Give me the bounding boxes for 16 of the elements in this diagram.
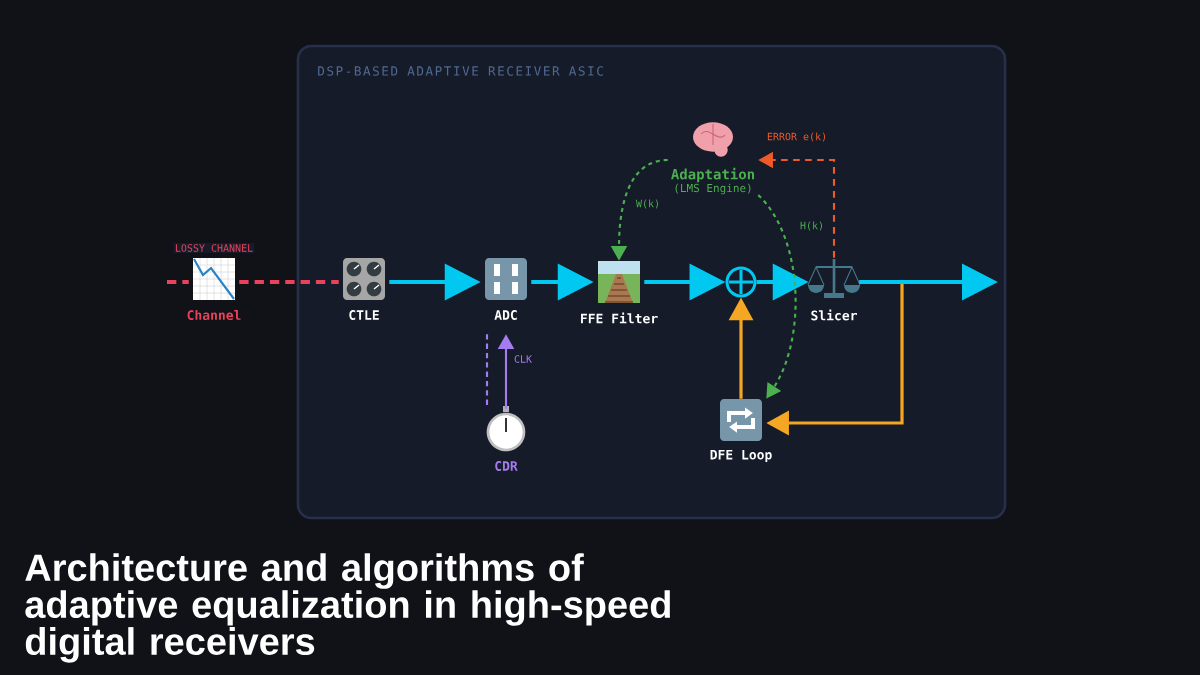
- edge-label: CLK: [512, 353, 534, 365]
- node-label: FFE Filter: [581, 312, 658, 324]
- edge-label: W(k): [634, 198, 662, 210]
- summing-junction: [725, 266, 757, 298]
- node-label: Slicer: [811, 309, 857, 321]
- node-label: DFE Loop: [710, 449, 772, 463]
- node-label: Adaptation: [671, 167, 755, 183]
- edge-label: H(k): [798, 220, 826, 232]
- node-label: CDR: [495, 461, 518, 471]
- edge-label: LOSSY CHANNEL: [173, 242, 255, 254]
- title: Architecture and algorithms of adaptive equalization in high-speed digital receivers: [25, 553, 670, 663]
- node-label: (LMS Engine): [675, 183, 751, 195]
- edge-label: ERROR e(k): [765, 131, 829, 143]
- node-label: ADC: [494, 310, 517, 320]
- node-label: Channel: [187, 309, 241, 321]
- node-label: CTLE: [349, 310, 379, 320]
